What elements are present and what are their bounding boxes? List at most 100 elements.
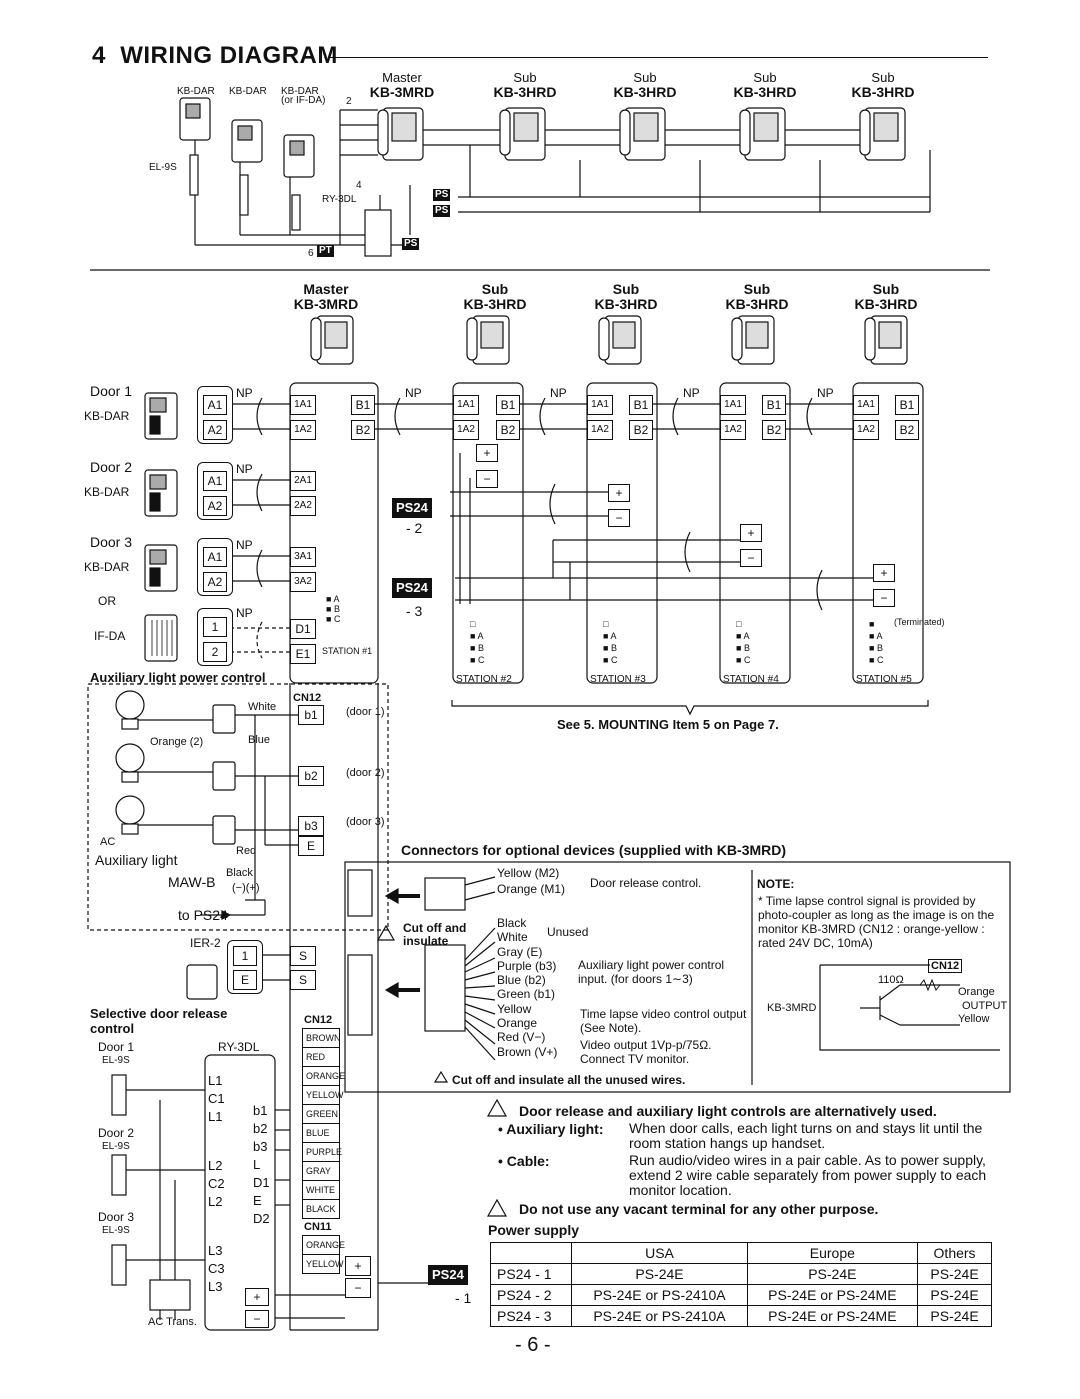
wire-red: Red	[236, 845, 257, 857]
ps-minus-terminal: −	[345, 1278, 371, 1298]
station-3-label: STATION #3	[590, 674, 646, 685]
table-cell: PS-24E	[746, 1263, 919, 1285]
sub-terminal-b2: B2	[629, 420, 653, 440]
cn12-color-list: BROWN RED ORANGE YELLOW GREEN BLUE PURPL…	[302, 1028, 345, 1219]
conn-wire: Orange	[497, 1016, 538, 1031]
station-2-label: STATION #2	[456, 674, 512, 685]
master-terminal-s: S	[290, 970, 316, 990]
main-monitor-icons	[111, 315, 908, 1331]
ry-terminal: b1	[253, 1103, 268, 1118]
pt-tag: PT	[317, 245, 334, 257]
wire-color: RED	[303, 1048, 339, 1067]
power-supply-table: USA Europe Others PS24 - 1 PS-24E PS-24E…	[489, 1242, 992, 1327]
ps24-suffix-3: - 3	[406, 603, 423, 619]
ry-left-terminals: L2 C2 L2	[208, 1157, 225, 1211]
note-resistor: 110Ω	[878, 974, 904, 986]
sub-terminal-1a1: 1A1	[587, 395, 613, 415]
table-row: PS24 - 1 PS-24E PS-24E PS-24E	[489, 1263, 992, 1285]
ry-terminal: C2	[208, 1176, 225, 1191]
table-row: PS24 - 3 PS-24E or PS-2410A PS-24E or PS…	[489, 1305, 992, 1327]
np-label: NP	[683, 386, 700, 400]
master-terminal-2a2: 2A2	[290, 496, 316, 516]
power-plus-terminal: +	[873, 564, 895, 582]
station-4-dip: □■ A■ B■ C	[736, 619, 751, 665]
wire-color: ORANGE	[303, 1236, 345, 1255]
master-terminal-1a1: 1A1	[290, 395, 316, 415]
or-label: OR	[98, 594, 116, 608]
wire-color: PURPLE	[303, 1143, 342, 1162]
station-2-dip: □■ A■ B■ C	[470, 619, 485, 665]
ry-left-terminals: L3 C3 L3	[208, 1242, 225, 1296]
door-release-desc: Door release control.	[590, 876, 702, 890]
ry-label: RY-3DL	[218, 1040, 260, 1054]
table-cell: PS24 - 2	[489, 1284, 573, 1306]
conn-wire: White	[497, 930, 528, 945]
cn11-label: CN11	[304, 1221, 332, 1233]
wire-black: Black	[226, 867, 253, 879]
mounting-note: See 5. MOUNTING Item 5 on Page 7.	[557, 717, 779, 732]
ps24-tag-2: PS24	[392, 498, 432, 518]
terminal-a2: A2	[203, 572, 227, 592]
top-door-alt-label: (or IF-DA)	[281, 95, 326, 106]
ps-plus-terminal: +	[345, 1256, 371, 1276]
wire-color: GRAY	[303, 1162, 339, 1181]
np-label: NP	[236, 462, 253, 476]
terminal-a2: A2	[203, 420, 227, 440]
note-output: OUTPUT	[962, 1000, 1008, 1012]
wire-count: 6	[308, 248, 314, 259]
master-dip-switch: ■ A■ B■ C	[326, 594, 341, 624]
conn-wire: Gray (E)	[497, 944, 543, 959]
aux-terminal-b1: b1	[298, 705, 324, 725]
aux-terminal-b2: b2	[298, 766, 324, 786]
sub-terminal-b2: B2	[895, 420, 919, 440]
note-text: * Time lapse control signal is provided …	[758, 894, 995, 950]
ier-terminal-1: 1	[233, 946, 257, 966]
cut-insulate-label: Cut off and insulate	[403, 921, 467, 948]
page-number: - 6 -	[515, 1334, 551, 1356]
release-door-1-model: EL-9S	[102, 1055, 130, 1066]
sub-terminal-b2: B2	[762, 420, 786, 440]
trans-minus-terminal: −	[245, 1310, 269, 1328]
wire-blue: Blue	[248, 734, 271, 746]
warning-vacant: Do not use any vacant terminal for any o…	[519, 1201, 879, 1217]
cut-all-note: Cut off and insulate all the unused wire…	[452, 1073, 686, 1087]
door-2-model: KB-DAR	[84, 485, 130, 499]
power-supply-header: Power supply	[488, 1222, 580, 1238]
door-release-header: Selective door release control	[90, 1006, 228, 1036]
ps24-tag-1: PS24	[428, 1265, 468, 1285]
conn-wire: Yellow	[497, 1001, 532, 1016]
ry-left-terminals: L1 C1 L1	[208, 1072, 225, 1126]
sub-terminal-1a2: 1A2	[587, 420, 613, 440]
np-label: NP	[236, 538, 253, 552]
power-minus-terminal: −	[740, 549, 762, 567]
conn-wire-list: Black White Gray (E) Purple (b3) Blue (b…	[497, 916, 557, 1059]
ac-trans-label: AC Trans.	[148, 1316, 197, 1328]
np-label: NP	[236, 606, 253, 620]
sub-terminal-1a1: 1A1	[453, 395, 479, 415]
ry-terminal: b3	[253, 1139, 268, 1154]
ry-terminal: L3	[208, 1279, 223, 1294]
door-3-model: KB-DAR	[84, 560, 130, 574]
sub-terminal-b1: B1	[895, 395, 919, 415]
ry-terminal: D2	[253, 1211, 270, 1226]
sub-terminal-1a2: 1A2	[720, 420, 746, 440]
connectors-header: Connectors for optional devices (supplie…	[401, 842, 787, 858]
door-1-label: Door 1	[90, 383, 133, 399]
conn-wire: Blue (b2)	[497, 973, 546, 988]
video-output-desc: Video output 1Vp-p/75Ω. Connect TV monit…	[580, 1038, 712, 1066]
ier-terminal-e: E	[233, 970, 257, 990]
master-terminal-b2: B2	[351, 420, 375, 440]
station-1-label: STATION #1	[322, 646, 373, 656]
ry-terminal: C1	[208, 1091, 225, 1106]
wire-color: WHITE	[303, 1181, 339, 1200]
ps24-suffix-2: - 2	[406, 520, 423, 536]
aux-cn12-label: CN12	[293, 692, 322, 704]
note-orange: Orange	[958, 986, 995, 998]
top-door-label-1: KB-DAR	[177, 86, 215, 97]
master-terminal-e1: E1	[290, 644, 316, 664]
